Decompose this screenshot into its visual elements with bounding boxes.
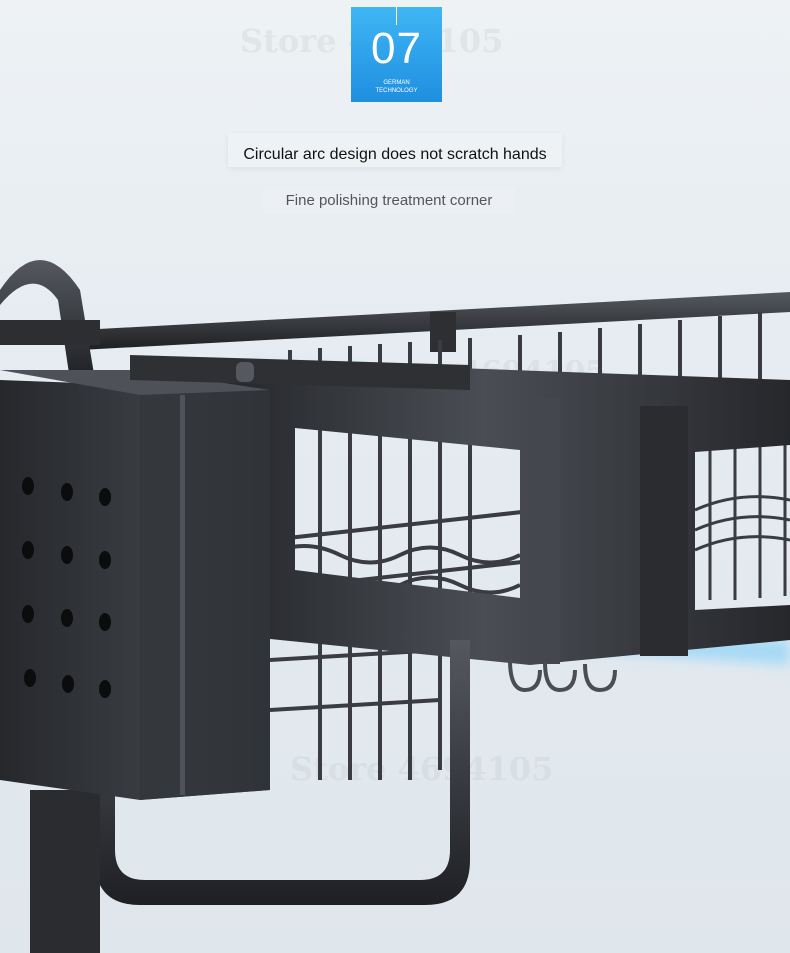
- feature-subline: Fine polishing treatment corner: [263, 188, 515, 214]
- drain-holes: [22, 477, 111, 698]
- store-watermark-bottom: Store 4694105: [290, 750, 554, 788]
- badge-tick-line: [396, 7, 397, 25]
- feature-headline: Circular arc design does not scratch han…: [228, 133, 562, 167]
- badge-subtitle-line1: GERMAN: [383, 80, 410, 86]
- rack-front-frame: [180, 358, 790, 665]
- hanging-hooks: [508, 659, 617, 693]
- badge-subtitle: GERMAN TECHNOLOGY: [351, 79, 442, 95]
- step-number-badge: 07 GERMAN TECHNOLOGY: [351, 7, 442, 102]
- badge-number: 07: [371, 24, 422, 73]
- left-arch-post: [0, 260, 100, 380]
- badge-subtitle-line2: TECHNOLOGY: [375, 88, 418, 94]
- utensil-holder: [0, 370, 270, 953]
- bottom-handle: [95, 640, 470, 905]
- dish-rack-photo: [0, 260, 790, 953]
- basket-side-window-grid: [694, 440, 790, 600]
- holder-connector: [130, 355, 470, 390]
- rack-back-rail: [80, 292, 790, 352]
